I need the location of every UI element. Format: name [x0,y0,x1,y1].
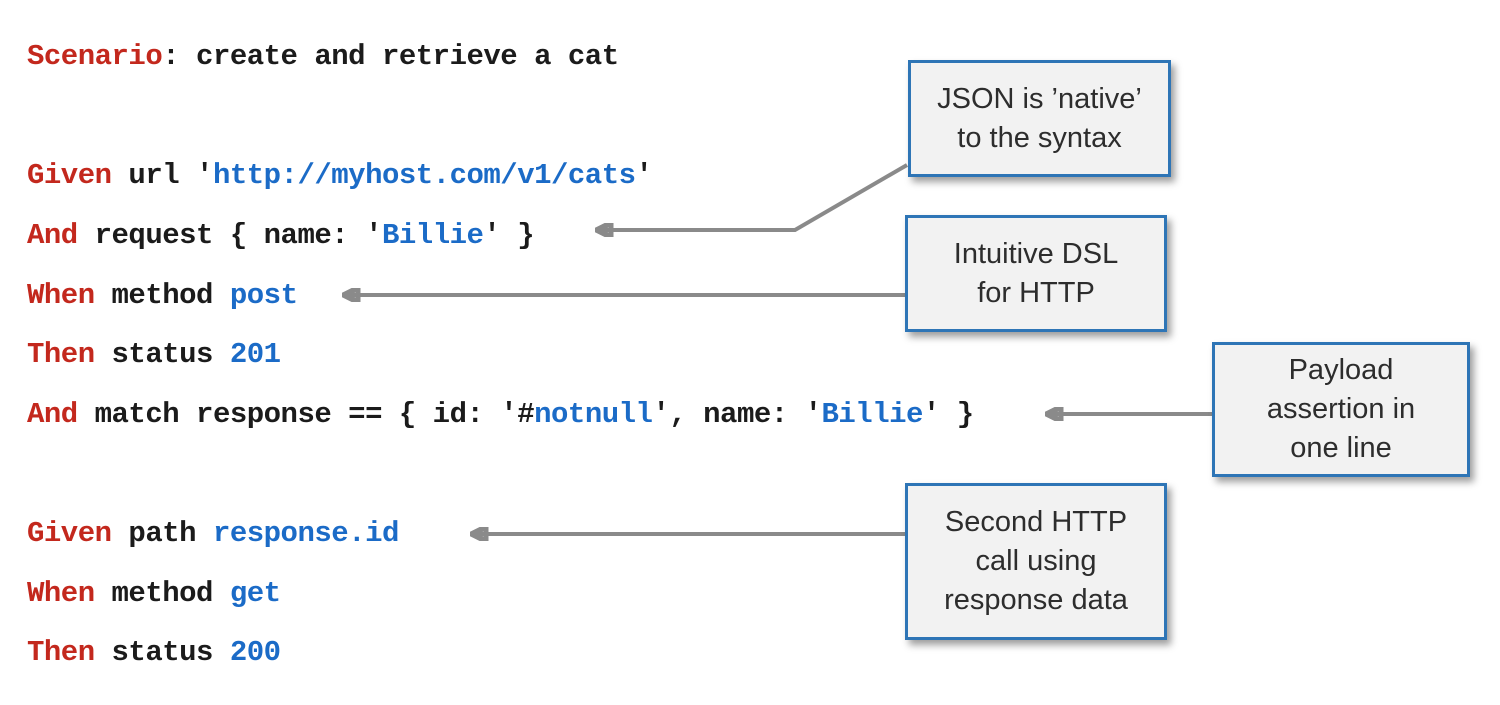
code-token: ', name: [652,397,805,431]
code-token: notnull [534,397,653,431]
code-token: http://myhost.com/v1/cats [212,159,636,193]
callout-text-line: Payload [1288,354,1394,386]
code-token: status [94,636,230,670]
code-token: ' [196,159,213,193]
code-token: post [229,278,298,312]
code-token: Given [27,517,112,551]
code-token: method [94,576,230,610]
code-token: url [111,159,197,193]
code-token: 201 [229,338,281,372]
code-line [27,87,974,147]
code-token: Then [27,636,95,670]
code-token: Then [27,338,95,372]
code-token: When [27,576,95,610]
code-token: request { name: [77,219,366,253]
code-line: When method post [27,265,974,325]
code-line: And match response == { id: '#notnull', … [27,385,974,445]
code-token: ' [483,219,501,253]
callout-payload: Payload assertion in one line [1212,342,1470,477]
callout-text-line: for HTTP [977,276,1095,309]
code-line: Scenario: create and retrieve a cat [27,27,974,87]
code-line: When method get [27,563,974,623]
code-token: ' } [922,397,974,431]
code-token: When [27,278,95,312]
callout-text-line: one line [1290,432,1392,464]
code-token: Billie [381,219,484,253]
callout-intuitive-dsl: Intuitive DSL for HTTP [905,215,1167,332]
code-line: And request { name: 'Billie' } [27,206,974,266]
code-token: ' [635,159,653,193]
code-token: And [27,219,78,253]
code-token: : create and retrieve a cat [162,40,619,74]
code-token: Given [27,159,112,193]
callout-text-line: Intuitive DSL [953,237,1119,270]
code-token: Billie [821,397,923,431]
code-token: 200 [229,636,281,670]
callout-json-native: JSON is ’native’ to the syntax [908,60,1171,177]
code-token: '# [500,397,535,431]
callout-text-line: assertion in [1266,393,1416,425]
code-token: And [27,397,78,431]
callout-text-line: call using [975,545,1097,577]
callout-second-call: Second HTTP call using response data [905,483,1167,640]
code-token: response.id [212,517,399,551]
code-token: get [229,576,281,610]
code-token: status [94,338,230,372]
code-line: Then status 200 [27,623,974,683]
code-token: ' [365,219,382,253]
code-token: match response == { id: [77,397,501,431]
code-token: path [111,517,213,551]
callout-text-line: JSON is ’native’ [937,82,1142,115]
callout-text-line: Second HTTP [944,506,1128,538]
code-token: Scenario [27,40,163,74]
code-token: ' [804,397,822,431]
code-line [27,444,974,504]
callout-text-line: response data [944,584,1128,616]
callout-text-line: to the syntax [957,121,1122,154]
code-token: method [94,278,230,312]
code-line: Given url 'http://myhost.com/v1/cats' [27,146,974,206]
code-token: } [500,219,535,253]
code-line: Then status 201 [27,325,974,385]
code-line: Given path response.id [27,504,974,564]
